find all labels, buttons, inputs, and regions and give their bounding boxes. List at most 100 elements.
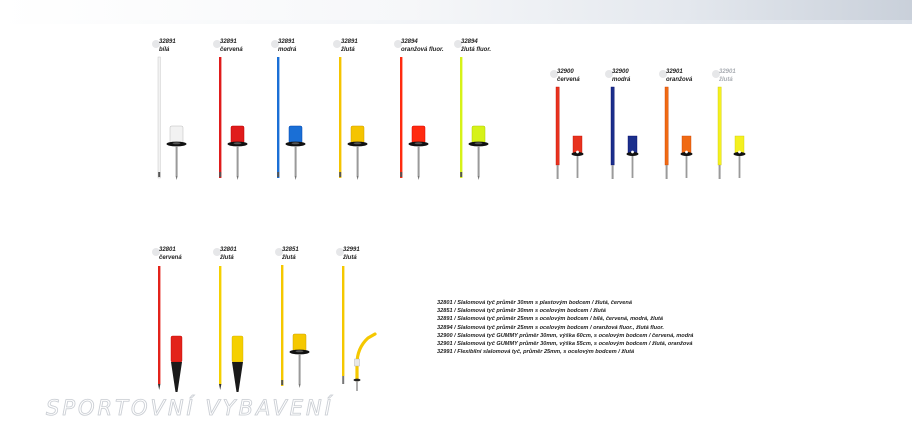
- header-band: [0, 0, 912, 24]
- pole-shaft: [717, 86, 722, 166]
- pole-tip: [400, 172, 403, 177]
- base-plate: [733, 152, 746, 156]
- steel-spike: [477, 146, 480, 176]
- plastic-spike: [232, 362, 243, 392]
- gummy-pole-image: [664, 86, 693, 179]
- pole-tip: [158, 384, 161, 390]
- steel-spike-tip: [477, 176, 480, 180]
- pole-tip: [342, 376, 345, 384]
- bullet-dot: [275, 248, 283, 256]
- brand-watermark: SPORTOVNÍ VYBAVENÍ: [46, 396, 334, 421]
- plastic-spike-pole-image: [158, 266, 183, 392]
- base-plate-hub: [172, 142, 181, 145]
- pole-shaft: [219, 266, 222, 384]
- base-plate: [680, 152, 693, 156]
- pole-tip: [219, 384, 222, 390]
- description-line: 32801 / Slalomová tyč průměr 30mm s plas…: [437, 300, 632, 306]
- pole-with-cap-image: [460, 57, 489, 180]
- bullet-dot: [213, 248, 221, 256]
- pole-shaft: [219, 57, 222, 178]
- description-line: 32991 / Flexibilní slalomová tyč, průměr…: [437, 349, 635, 356]
- pole-with-cap-image: [157, 56, 187, 180]
- pole-shaft: [610, 86, 615, 166]
- steel-spike: [236, 146, 239, 176]
- plastic-sleeve: [231, 335, 244, 363]
- steel-spike-tip: [298, 384, 301, 388]
- bullet-dot: [336, 248, 344, 256]
- steel-spike-tip: [356, 176, 359, 180]
- flexible-pole-image: [342, 266, 377, 391]
- description-line: 32851 / Slalomová tyč průměr 30mm s ocel…: [437, 308, 606, 315]
- base-plate: [626, 152, 639, 156]
- gummy-pole-image: [610, 86, 639, 179]
- plastic-spike-pole-image: [219, 266, 244, 392]
- pole-shaft: [342, 266, 345, 376]
- steel-spike: [685, 156, 688, 178]
- base-plate-hub: [474, 142, 483, 145]
- base-plate-hub: [233, 142, 242, 145]
- pole-tip: [339, 172, 342, 177]
- steel-spike-tip: [236, 176, 239, 180]
- steel-spike: [175, 146, 178, 176]
- plastic-spike: [171, 362, 182, 392]
- pole-cap: [288, 125, 303, 144]
- bullet-dot: [394, 40, 402, 48]
- pole-cap: [230, 125, 245, 144]
- pole-tip: [277, 172, 280, 177]
- plastic-sleeve: [170, 335, 183, 363]
- steel-spike-tip: [175, 176, 178, 180]
- description-line: 32900 / Slalomová tyč GUMMY průměr 30mm,…: [437, 332, 694, 339]
- bullet-dot: [152, 40, 160, 48]
- pole-tip: [219, 172, 222, 177]
- bullet-dot: [271, 40, 279, 48]
- steel-spike: [294, 146, 297, 176]
- rubber-base: [681, 135, 692, 154]
- base-plate: [571, 152, 584, 156]
- pole-with-cap-image: [281, 265, 310, 388]
- pole-shaft: [400, 57, 403, 178]
- bullet-dot: [454, 40, 462, 48]
- bullet-dot: [659, 70, 667, 78]
- pole-shaft: [555, 86, 560, 166]
- base-hub: [685, 150, 688, 154]
- pole-cap: [471, 125, 486, 144]
- pole-spike: [611, 165, 614, 179]
- steel-spike: [356, 146, 359, 176]
- pole-shaft: [664, 86, 669, 166]
- pole-with-cap-image: [277, 57, 306, 180]
- pole-shaft: [281, 265, 284, 386]
- flex-spring: [354, 358, 360, 367]
- pole-tip: [158, 172, 161, 177]
- base-plate-hub: [295, 350, 304, 353]
- pole-shaft: [157, 56, 161, 179]
- base-plate-hub: [353, 142, 362, 145]
- steel-spike: [356, 381, 358, 391]
- description-line: 32901 / Slalomová tyč GUMMY průměr 30mm,…: [437, 341, 693, 348]
- pole-with-cap-image: [400, 57, 429, 180]
- steel-spike: [631, 156, 634, 178]
- steel-spike: [576, 156, 579, 178]
- bullet-dot: [213, 40, 221, 48]
- gummy-pole-image: [555, 86, 584, 179]
- pole-spike: [556, 165, 559, 179]
- pole-tip: [460, 172, 463, 177]
- steel-spike: [738, 156, 741, 178]
- description-line: 32891 / Slalomová tyč průměr 25mm s ocel…: [437, 316, 664, 323]
- base-hub: [631, 150, 634, 154]
- bullet-dot: [605, 70, 613, 78]
- steel-spike-tip: [417, 176, 420, 180]
- pole-spike: [665, 165, 668, 179]
- steel-spike: [298, 354, 301, 384]
- pole-cap: [292, 333, 307, 352]
